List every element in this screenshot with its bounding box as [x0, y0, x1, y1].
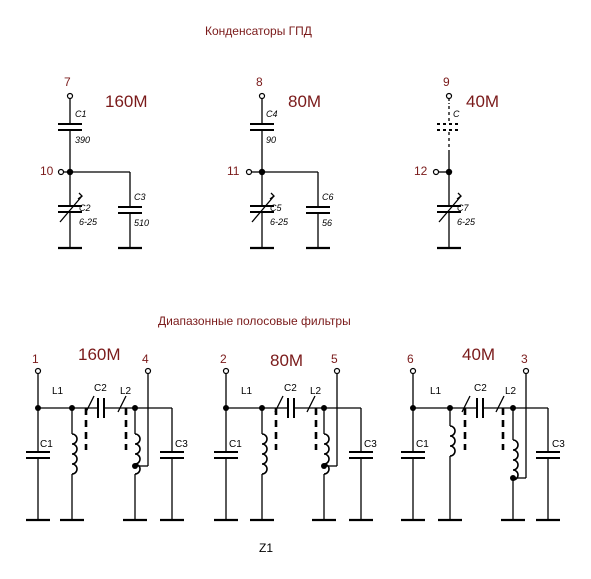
- inductor-icon: [512, 439, 519, 481]
- pin-number: 12: [414, 164, 428, 178]
- band-label: 40М: [462, 345, 495, 364]
- terminal-icon: [445, 92, 453, 100]
- component-label: C4: [266, 109, 278, 119]
- component-label: C6: [322, 192, 334, 202]
- pin-number: 10: [40, 164, 54, 178]
- component-label: C1: [40, 439, 53, 450]
- terminal-icon: [409, 367, 417, 375]
- component-value: 90: [266, 135, 276, 145]
- component-label: C3: [364, 439, 377, 450]
- component-label: L1: [52, 386, 64, 397]
- terminal-icon: [522, 367, 530, 375]
- pin-number: 7: [64, 75, 71, 89]
- component-label: C2: [94, 383, 107, 394]
- component-label: C5: [270, 203, 282, 213]
- filter-block-160m: 160М 1 4 C2 L1 L2 C1: [26, 345, 188, 522]
- pin-number: 6: [407, 352, 414, 366]
- component-label: L2: [120, 386, 132, 397]
- terminal-icon: [57, 168, 65, 176]
- pin-number: 11: [227, 164, 240, 178]
- component-label: C1: [75, 109, 87, 119]
- bandpass-filters-title: Диапазонные полосовые фильтры: [158, 314, 351, 328]
- component-label: L2: [505, 386, 517, 397]
- vfo-block-160m: 160М 7 10 C1 390 C2 6-25 C3 510: [40, 75, 149, 250]
- inductor-icon: [71, 433, 78, 475]
- pin-number: 9: [443, 75, 450, 89]
- component-label: C2: [284, 383, 297, 394]
- component-value: 390: [75, 135, 90, 145]
- band-label: 160М: [105, 92, 148, 111]
- inductor-icon: [449, 425, 456, 457]
- component-label: L2: [310, 386, 322, 397]
- pin-number: 4: [142, 352, 149, 366]
- component-label: C7: [457, 203, 469, 213]
- terminal-icon: [222, 367, 230, 375]
- filter-block-80m: 80М 2 5 C2 L1 L2 C1: [214, 351, 377, 522]
- inductor-icon: [261, 433, 268, 475]
- band-label: 80М: [288, 92, 321, 111]
- component-label: C2: [474, 383, 487, 394]
- assembly-designator: Z1: [259, 541, 273, 555]
- component-value: 6-25: [457, 217, 476, 227]
- terminal-icon: [245, 168, 253, 176]
- component-label: C1: [416, 439, 429, 450]
- vfo-block-40m: 40М 9 12 C C7 6-25: [414, 75, 499, 250]
- component-value: 56: [322, 218, 332, 228]
- component-label: C3: [134, 192, 146, 202]
- component-value: 6-25: [79, 217, 98, 227]
- terminal-icon: [34, 367, 42, 375]
- filter-block-40m: 40М 6 3 C2 L1 L2 C1: [401, 345, 565, 522]
- terminal-icon: [432, 168, 440, 176]
- component-label: L1: [430, 386, 442, 397]
- terminal-icon: [144, 367, 152, 375]
- vfo-block-80m: 80М 8 11 C4 90 C5 6-25 C6 56: [227, 75, 334, 250]
- component-label: C3: [552, 439, 565, 450]
- vfo-capacitors-title: Конденсаторы ГПД: [205, 24, 312, 38]
- pin-number: 8: [256, 75, 263, 89]
- component-label: C2: [79, 203, 91, 213]
- component-label: C: [453, 109, 460, 119]
- band-label: 80М: [270, 351, 303, 370]
- component-value: 510: [134, 218, 149, 228]
- component-value: 6-25: [270, 217, 289, 227]
- band-label: 160М: [78, 345, 121, 364]
- terminal-icon: [66, 92, 74, 100]
- pin-number: 1: [32, 352, 39, 366]
- component-label: C1: [229, 439, 242, 450]
- pin-number: 5: [331, 352, 338, 366]
- terminal-icon: [333, 367, 341, 375]
- terminal-icon: [258, 92, 266, 100]
- component-label: C3: [175, 439, 188, 450]
- component-label: L1: [241, 386, 253, 397]
- pin-number: 2: [220, 352, 227, 366]
- band-label: 40М: [466, 92, 499, 111]
- pin-number: 3: [521, 352, 528, 366]
